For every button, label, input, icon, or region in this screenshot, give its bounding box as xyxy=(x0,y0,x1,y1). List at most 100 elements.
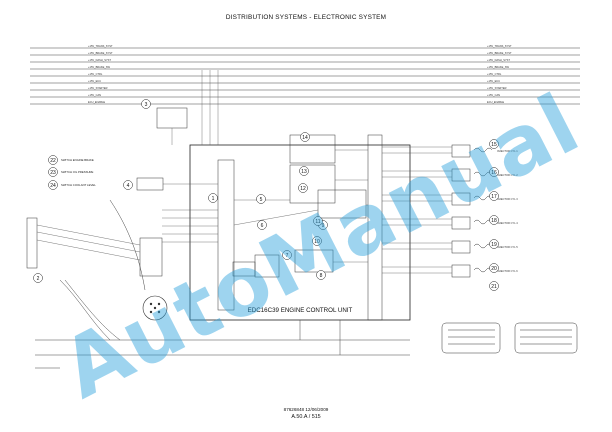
callout-circle xyxy=(489,139,499,149)
bus-label-left: +15V_ECU xyxy=(88,79,101,83)
round-connector xyxy=(142,295,168,321)
callout-number: 5 xyxy=(260,197,263,203)
callout-number: 17 xyxy=(491,194,497,200)
callout-number: 11 xyxy=(315,219,320,225)
bus-label-left: +15V_STARTER xyxy=(88,86,108,90)
injector-label: INJECTOR CYL 1 xyxy=(497,149,518,153)
bus-label-right: +15V_CAN xyxy=(487,93,500,97)
pedal-block xyxy=(232,261,256,277)
bus-label-left: +15V_BRAKE_SW xyxy=(88,65,111,69)
callout-number: 18 xyxy=(491,218,497,224)
callout-circle xyxy=(312,236,322,246)
callout-number: 3 xyxy=(145,102,148,108)
injector-coil-icon xyxy=(473,267,493,273)
callout-number: 20 xyxy=(491,266,497,272)
callout-number: 24 xyxy=(50,183,56,189)
sensor-block-upper xyxy=(289,134,336,164)
injector-connector xyxy=(451,264,471,278)
callout-number: 22 xyxy=(50,158,56,164)
legend-text: SWITCH ENGINE BRAKE xyxy=(61,158,94,162)
ecu-right-connector xyxy=(367,134,383,321)
injector-coil-icon xyxy=(473,219,493,225)
page-title: DISTRIBUTION SYSTEMS - ELECTRONIC SYSTEM xyxy=(225,14,387,21)
injector-label: INJECTOR CYL 5 xyxy=(497,245,518,249)
page-reference: A.50.A / 515 xyxy=(291,414,321,420)
injector-coil-icon xyxy=(473,195,493,201)
callout-circle xyxy=(489,191,499,201)
callout-number: 12 xyxy=(300,186,306,192)
bus-label-right: +15V_TRANS_SYST xyxy=(487,44,512,48)
callout-circle xyxy=(489,263,499,273)
callout-circle xyxy=(257,220,267,230)
callout-circle xyxy=(48,180,58,190)
callout-circle xyxy=(489,215,499,225)
callout-circle xyxy=(48,155,58,165)
callout-circle xyxy=(256,194,266,204)
callout-circle xyxy=(298,183,308,193)
injector-connector xyxy=(451,144,471,158)
legend-text: SWITCH COOLANT LEVEL xyxy=(61,183,96,187)
injector-connector xyxy=(451,192,471,206)
callout-number: 23 xyxy=(50,170,56,176)
callout-number: 8 xyxy=(320,273,323,279)
callout-circle xyxy=(299,166,309,176)
ecu-connector-drawing xyxy=(441,322,578,354)
injector-label: INJECTOR CYL 3 xyxy=(497,197,518,201)
callout-number: 9 xyxy=(322,223,325,229)
sensor-block-mid xyxy=(289,164,336,204)
bus-label-left: +15V_CTRL xyxy=(88,72,103,76)
callout-circle xyxy=(208,193,218,203)
callout-number: 10 xyxy=(314,239,320,245)
callout-number: 7 xyxy=(286,253,289,259)
bus-label-right: +15V_DASH_SYST xyxy=(487,58,510,62)
callout-number: 16 xyxy=(491,170,497,176)
document-number: 87626848 12/06/2009 xyxy=(283,407,329,412)
bus-label-right: ECU_ENABLE xyxy=(487,100,504,104)
callout-number: 4 xyxy=(127,183,130,189)
callout-circle xyxy=(282,250,292,260)
connector-block-9pin xyxy=(139,237,163,277)
legend-text: SWITCH OIL PRESSURE xyxy=(61,170,94,174)
callout-number: 19 xyxy=(491,242,497,248)
callout-circle xyxy=(141,99,151,109)
callout-circle xyxy=(48,167,58,177)
injector-connector xyxy=(451,168,471,182)
callout-circle xyxy=(489,239,499,249)
sensor-block-right xyxy=(317,189,367,219)
bus-label-left: +15V_CAN xyxy=(88,93,101,97)
bus-label-right: +15V_BRAKE_SYST xyxy=(487,51,512,55)
signal-wires xyxy=(36,70,368,263)
injector-connector xyxy=(451,240,471,254)
water-in-fuel-sensor xyxy=(136,177,164,191)
bus-label-right: +15V_CTRL xyxy=(487,72,502,76)
injector-coil-icon xyxy=(473,243,493,249)
injector-label: INJECTOR CYL 2 xyxy=(497,173,518,177)
bus-label-left: +15V_TRANS_SYST xyxy=(88,44,113,48)
relay-3-box xyxy=(156,107,188,129)
bus-label-left: ECU_ENABLE xyxy=(88,100,105,104)
relay-block xyxy=(254,254,280,278)
injector-label: INJECTOR CYL 6 xyxy=(497,269,518,273)
injector-coil-icon xyxy=(473,147,493,153)
callout-number: 6 xyxy=(261,223,264,229)
ecu-left-connector xyxy=(217,159,235,311)
bus-label-left: +15V_DASH_SYST xyxy=(88,58,111,62)
callout-number: 15 xyxy=(491,142,497,148)
switch-block xyxy=(294,249,334,273)
injector-connector xyxy=(451,216,471,230)
power-bus-labels: +15V_TRANS_SYST +15V_TRANS_SYST +15V_BRAKE… xyxy=(88,44,512,104)
bus-label-right: +15V_ECU xyxy=(487,79,500,83)
left-connector xyxy=(26,217,38,269)
injector-group: INJECTOR CYL 1 INJECTOR CYL 2 INJECTOR CYL… xyxy=(382,144,518,278)
callout-number: 21 xyxy=(491,284,497,290)
callout-number: 13 xyxy=(301,169,307,175)
callout-circle xyxy=(489,167,499,177)
callout-circle xyxy=(123,180,133,190)
bus-label-right: +15V_BRAKE_SW xyxy=(487,65,510,69)
power-bus-lines xyxy=(30,47,580,105)
bus-label-right: +15V_STARTER xyxy=(487,86,507,90)
callout-circle xyxy=(313,216,323,226)
injector-coil-icon xyxy=(473,171,493,177)
callout-number: 1 xyxy=(212,196,215,202)
